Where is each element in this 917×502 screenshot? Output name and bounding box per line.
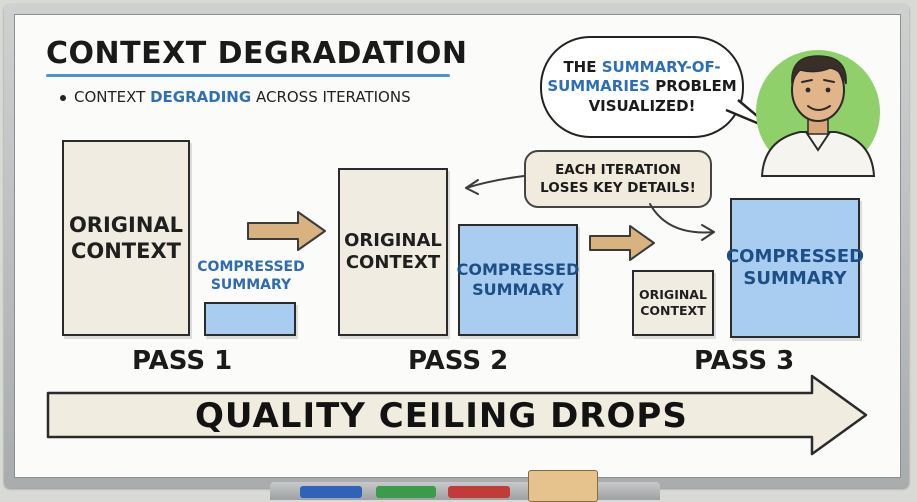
subtitle-bullet: CONTEXT DEGRADING ACROSS ITERATIONS: [60, 88, 411, 106]
pass1-to-pass2-arrow-icon: [247, 211, 326, 251]
quality-ceiling-arrow-icon: [46, 374, 868, 456]
red-marker: [448, 486, 510, 498]
bullet-dot-icon: [60, 94, 66, 101]
note-line1: EACH ITERATION: [555, 161, 681, 178]
pass3-label: PASS 3: [694, 346, 795, 376]
pass2-label: PASS 2: [408, 346, 509, 376]
pass1-label: PASS 1: [132, 346, 233, 376]
pass1-compressed-summary: [204, 302, 296, 336]
page-title: CONTEXT DEGRADATION: [46, 36, 468, 71]
bubble-line1: THE: [563, 57, 597, 76]
bullet-highlight: DEGRADING: [150, 88, 252, 106]
note-left-pointer-icon: [465, 175, 525, 195]
bubble-line2-blue: SUMMARIES: [547, 77, 650, 96]
pass2-to-pass3-arrow-icon: [589, 225, 655, 261]
note-right-pointer-icon: [649, 203, 715, 241]
title-underline: [46, 74, 450, 77]
quality-ceiling-label: QUALITY CEILING DROPS: [195, 396, 688, 436]
bullet-prefix: CONTEXT: [74, 88, 146, 106]
bubble-line2: PROBLEM: [655, 77, 737, 96]
presenter-avatar: [756, 50, 880, 177]
bubble-line3: VISUALIZED!: [588, 96, 696, 115]
bullet-suffix: ACROSS ITERATIONS: [255, 88, 411, 106]
iteration-note: EACH ITERATION LOSES KEY DETAILS!: [524, 150, 712, 208]
bubble-line1-blue: SUMMARY-OF-: [601, 57, 721, 76]
blue-marker: [300, 486, 362, 498]
eraser: [528, 470, 598, 502]
green-marker: [376, 486, 436, 498]
speech-bubble: THE SUMMARY-OF- SUMMARIES PROBLEM VISUAL…: [540, 36, 744, 138]
note-line2: LOSES KEY DETAILS!: [540, 180, 696, 196]
